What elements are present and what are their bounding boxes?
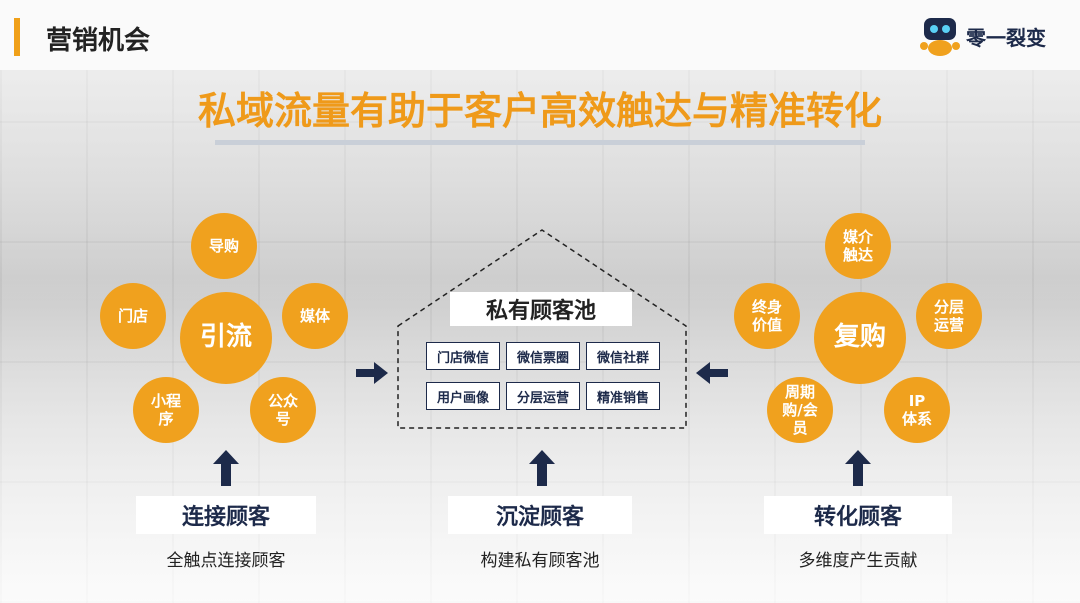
headline-underline: [215, 140, 865, 145]
title-bar: 营销机会 零一裂变: [0, 0, 1080, 70]
house-outline: [397, 229, 687, 429]
stage-label-convert: 转化顾客: [764, 496, 952, 534]
brand-logo: 零一裂变: [918, 14, 1058, 58]
robot-logo-icon: [920, 18, 960, 56]
section-title: 营销机会: [46, 26, 151, 56]
arrow-up-icon: [213, 450, 239, 486]
arrow-up-icon: [845, 450, 871, 486]
pool-chip: 分层运营: [506, 382, 580, 410]
stage-label-settle: 沉淀顾客: [448, 496, 632, 534]
stage-caption: 全触点连接顾客: [166, 551, 286, 571]
headline: 私域流量有助于客户高效触达与精准转化: [197, 89, 882, 133]
pool-title: 私有顾客池: [450, 292, 632, 326]
node-circle: IP 体系: [884, 377, 950, 443]
arrow-right-icon: [356, 362, 388, 384]
node-circle: 小程 序: [133, 377, 199, 443]
node-circle: 终身 价值: [734, 283, 800, 349]
pool-chip: 微信票圈: [506, 342, 580, 370]
node-circle: 导购: [191, 213, 257, 279]
center-circle-left: 引流: [180, 292, 272, 384]
arrow-left-icon: [696, 362, 728, 384]
pool-chip: 精准销售: [586, 382, 660, 410]
stage-label-connect: 连接顾客: [136, 496, 316, 534]
center-circle-right: 复购: [814, 292, 906, 384]
pool-chip: 微信社群: [586, 342, 660, 370]
title-accent-bar: [14, 18, 20, 56]
pool-chip: 门店微信: [426, 342, 500, 370]
node-circle: 媒介 触达: [825, 213, 891, 279]
pool-chip: 用户画像: [426, 382, 500, 410]
node-circle: 门店: [100, 283, 166, 349]
node-circle: 分层 运营: [916, 283, 982, 349]
stage-caption: 构建私有顾客池: [480, 551, 600, 571]
node-circle: 公众 号: [250, 377, 316, 443]
brand-name: 零一裂变: [966, 26, 1046, 50]
arrow-up-icon: [529, 450, 555, 486]
node-circle: 媒体: [282, 283, 348, 349]
stage-caption: 多维度产生贡献: [798, 551, 918, 571]
node-circle: 周期 购/会 员: [767, 377, 833, 443]
